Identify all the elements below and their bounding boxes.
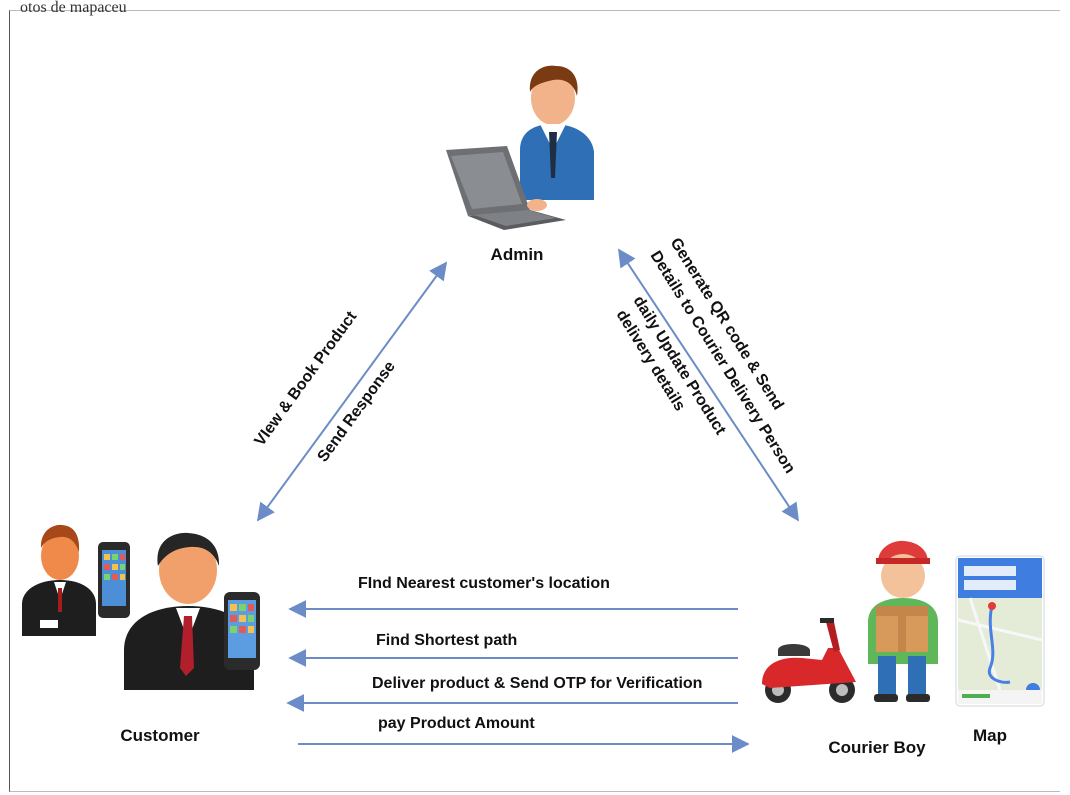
map-screen-icon — [955, 555, 1045, 707]
edge-admin-courier-arrow — [618, 248, 799, 522]
customer-label: Customer — [120, 726, 200, 745]
edge-label-deliver-otp: Deliver product & Send OTP for Verificat… — [372, 675, 702, 692]
courier-label: Courier Boy — [828, 738, 926, 757]
courier-scooter-icon — [762, 540, 938, 703]
edge-label-pay-amount: pay Product Amount — [378, 715, 535, 732]
customer-phone-icon — [22, 524, 260, 690]
edge-customer-admin-arrow — [256, 261, 448, 522]
admin-label: Admin — [491, 245, 544, 264]
edge-label-shortest-path: Find Shortest path — [376, 632, 517, 649]
diagram-frame: otos de mapaceu — [9, 0, 1060, 792]
cropped-caption: otos de mapaceu — [20, 0, 127, 16]
admin-laptop-icon — [446, 65, 594, 230]
edge-label-send-response: Send Response — [314, 358, 398, 465]
map-label: Map — [973, 726, 1007, 745]
edge-label-find-nearest: FInd Nearest customer's location — [358, 575, 610, 592]
